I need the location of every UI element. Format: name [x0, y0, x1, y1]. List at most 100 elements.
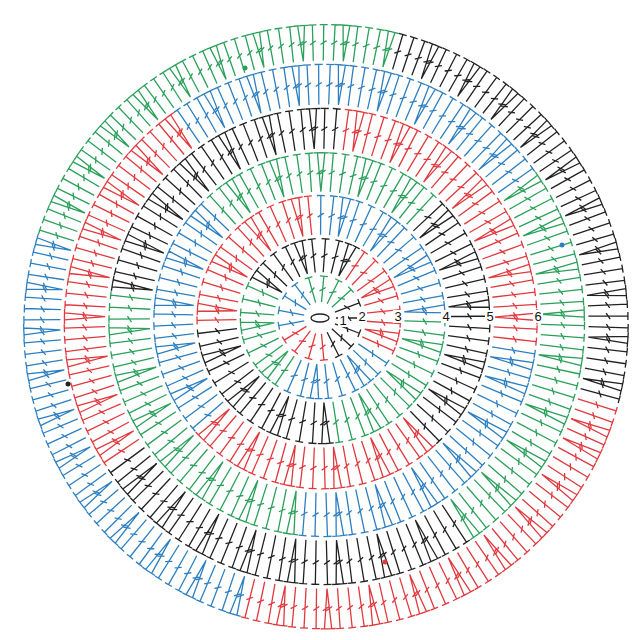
- stitch-symbol: [492, 347, 535, 358]
- stitch-symbol: [266, 396, 288, 436]
- stitch-symbol: [29, 380, 66, 393]
- stitch-symbol: [448, 296, 489, 311]
- stitch-symbol: [368, 585, 383, 626]
- stitch-symbol: [293, 154, 302, 193]
- stitch-symbol: [332, 329, 354, 350]
- stitch-symbol: [367, 536, 380, 580]
- stitch-symbol: [193, 462, 223, 502]
- stitch-symbol: [116, 104, 143, 132]
- stitch-symbol: [280, 67, 290, 107]
- stitch-symbol: [567, 428, 605, 448]
- stitch-symbol: [146, 190, 183, 220]
- stitch-symbol: [135, 213, 172, 236]
- stitch-symbol: [157, 435, 193, 469]
- stitch-symbol: [573, 219, 611, 235]
- stitch-symbol: [308, 25, 316, 61]
- stitch-symbol: [123, 386, 163, 406]
- stitch-symbol: [139, 137, 170, 168]
- stitch-symbol: [226, 576, 244, 616]
- stitch-symbol: [279, 200, 295, 238]
- stitch-symbol: [529, 394, 572, 413]
- stitch-symbol: [98, 118, 129, 147]
- stitch-symbol: [320, 25, 328, 61]
- stitch-symbol: [332, 540, 347, 584]
- stitch-symbol: [193, 96, 216, 133]
- stitch-symbol: [177, 156, 209, 191]
- stitch-symbol: [235, 225, 264, 257]
- stitch-symbol: [32, 390, 69, 404]
- stitch-symbol: [563, 438, 602, 463]
- stitch-symbol: [520, 117, 554, 147]
- stitch-symbol: [385, 481, 405, 523]
- stitch-symbol: [65, 301, 106, 309]
- stitch-symbol: [273, 586, 288, 627]
- stitch-symbol: [236, 530, 256, 574]
- stitch-symbol: [207, 354, 245, 375]
- stitch-symbol: [343, 109, 353, 150]
- stitch-symbol: [432, 96, 457, 133]
- stitch-symbol: [373, 29, 384, 65]
- stitch-symbol: [541, 322, 584, 330]
- stitch-symbol: [336, 588, 344, 628]
- stitch-symbol: [398, 267, 437, 286]
- stitch-symbol: [64, 309, 105, 324]
- stitch-symbol: [24, 304, 61, 312]
- stitch-marker: [66, 382, 71, 387]
- stitch-symbol: [401, 279, 441, 294]
- stitch-symbol: [472, 130, 504, 162]
- stitch-symbol: [206, 519, 228, 560]
- stitch-symbol: [485, 376, 529, 398]
- stitch-symbol: [312, 588, 320, 628]
- stitch-symbol: [402, 339, 443, 357]
- stitch-symbol: [129, 142, 163, 174]
- stitch-symbol: [352, 26, 362, 62]
- stitch-symbol: [443, 263, 483, 279]
- stitch-symbol: [541, 333, 585, 342]
- stitch-symbol: [306, 364, 322, 399]
- stitch-symbol: [315, 64, 323, 104]
- stitch-symbol: [363, 210, 387, 246]
- stitch-symbol: [165, 370, 203, 390]
- stitch-symbol: [352, 444, 366, 485]
- stitch-symbol: [431, 48, 450, 83]
- stitch-symbol: [481, 385, 523, 405]
- stitch-symbol: [224, 81, 242, 119]
- stitch-symbol: [207, 569, 225, 607]
- stitch-symbol: [158, 352, 197, 366]
- stitch-symbol: [108, 448, 144, 476]
- stitch-symbol: [165, 551, 188, 587]
- stitch-symbol: [377, 534, 396, 579]
- stitch-symbol: [548, 466, 584, 491]
- stitch-symbol: [162, 112, 192, 148]
- stitch-symbol: [462, 420, 500, 449]
- stitch-symbol: [73, 473, 106, 499]
- stitch-symbol: [324, 540, 332, 584]
- stitch-symbol: [202, 278, 241, 293]
- stitch-symbol: [515, 507, 549, 541]
- stitch-symbol: [440, 52, 460, 86]
- stitch-symbol: [319, 276, 327, 302]
- stitch-symbol: [545, 154, 581, 180]
- stitch-symbol: [377, 225, 407, 257]
- stitch-symbol: [428, 456, 458, 493]
- stitch-symbol: [431, 154, 461, 188]
- stitch-symbol: [24, 324, 61, 339]
- stitch-symbol: [108, 112, 136, 139]
- stitch-symbol: [308, 403, 316, 444]
- stitch-symbol: [434, 510, 460, 550]
- stitch-symbol: [479, 136, 515, 170]
- stitch-symbol: [220, 41, 235, 76]
- stitch-symbol: [358, 586, 368, 627]
- magic-ring: [311, 314, 329, 322]
- stitch-symbol: [156, 286, 195, 297]
- stitch-symbol: [529, 491, 563, 520]
- stitch-symbol: [468, 412, 509, 442]
- stitch-symbol: [287, 197, 303, 237]
- stitch-symbol: [420, 207, 456, 238]
- stitch-symbol: [523, 213, 565, 236]
- stitch-symbol: [396, 78, 414, 117]
- stitch-symbol: [352, 258, 378, 285]
- stitch-symbol: [130, 88, 158, 120]
- stitch-symbol: [42, 419, 78, 437]
- stitch-symbol: [282, 326, 306, 343]
